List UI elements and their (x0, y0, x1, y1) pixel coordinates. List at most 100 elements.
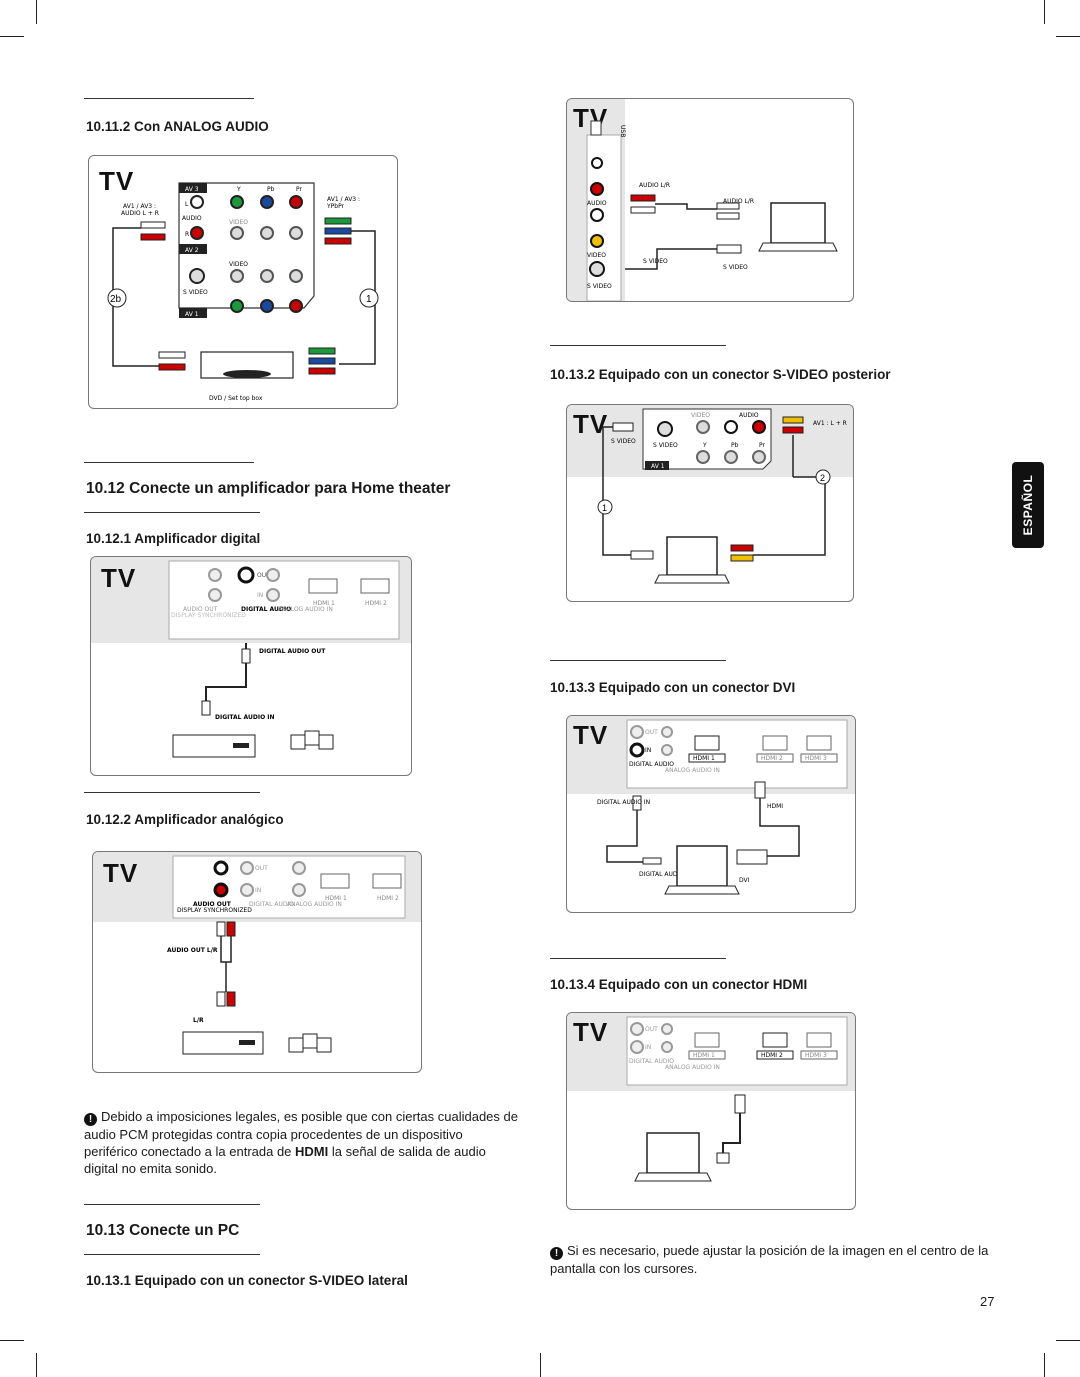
svg-text:S VIDEO: S VIDEO (611, 438, 636, 445)
svg-text:AV 3: AV 3 (185, 186, 199, 193)
divider (84, 792, 260, 793)
language-tab: ESPAÑOL (1012, 462, 1044, 548)
subsection-heading-10-13-1: 10.13.1 Equipado con un conector S-VIDEO… (86, 1273, 408, 1288)
svg-text:ANALOG AUDIO IN: ANALOG AUDIO IN (665, 767, 720, 774)
tv-label: TV (99, 166, 134, 196)
divider (84, 512, 260, 513)
svg-text:DIGITAL AUDIO IN: DIGITAL AUDIO IN (597, 799, 650, 806)
crop-mark (1044, 1353, 1045, 1377)
svg-text:DIGITAL AUDIO OUT: DIGITAL AUDIO OUT (639, 871, 699, 878)
svg-text:Pb: Pb (267, 186, 275, 193)
svg-text:2: 2 (820, 473, 825, 483)
svg-text:YPbPr: YPbPr (326, 203, 345, 210)
svg-text:DIGITAL AUDIO OUT: DIGITAL AUDIO OUT (259, 648, 326, 655)
svg-text:AV 1: AV 1 (185, 311, 199, 318)
divider (550, 345, 726, 346)
svg-text:HDMI 3: HDMI 3 (805, 1052, 827, 1059)
svg-text:AUDIO OUT: AUDIO OUT (183, 606, 218, 613)
warning-icon: ! (84, 1113, 97, 1126)
svg-text:IN: IN (255, 887, 261, 894)
svg-text:AV1 / AV3 :: AV1 / AV3 : (123, 203, 156, 210)
svg-text:DVD / Set top box: DVD / Set top box (209, 395, 263, 402)
divider (550, 660, 726, 661)
svg-text:HDMI 1: HDMI 1 (693, 1052, 715, 1059)
svg-text:1: 1 (366, 294, 372, 305)
svg-text:TV: TV (573, 720, 608, 750)
svg-text:HDMI 1: HDMI 1 (325, 895, 347, 902)
warning-note: !Debido a imposiciones legales, es posib… (84, 1109, 518, 1176)
crop-mark (36, 1353, 37, 1377)
crop-mark (540, 1353, 541, 1377)
svg-text:TV: TV (573, 409, 608, 439)
diagram-analog-audio: TV AV 3 AV 2 AV 1 Y Pb Pr L R AUDIO VIDE… (88, 155, 398, 409)
svg-text:2b: 2b (110, 294, 122, 305)
svg-text:S VIDEO: S VIDEO (643, 258, 668, 265)
svg-text:DIGITAL AUDIO: DIGITAL AUDIO (249, 901, 294, 908)
svg-text:ANALOG AUDIO IN: ANALOG AUDIO IN (665, 1064, 720, 1071)
subsection-heading-10-12-2: 10.12.2 Amplificador analógico (86, 812, 284, 827)
svg-text:DISPLAY SYNCHRONIZED: DISPLAY SYNCHRONIZED (177, 907, 252, 914)
diagram-dvi: TV OUT IN DIGITAL AUDIO ANALOG AUDIO IN … (566, 715, 856, 913)
svg-text:AV 2: AV 2 (185, 247, 199, 254)
svg-text:HDMI 2: HDMI 2 (761, 1052, 783, 1059)
svg-text:ANALOG AUDIO IN: ANALOG AUDIO IN (287, 901, 342, 908)
svg-text:TV: TV (573, 1017, 608, 1047)
svg-text:Pr: Pr (759, 442, 766, 449)
svg-text:IN: IN (645, 1044, 651, 1051)
svg-text:AUDIO: AUDIO (182, 215, 202, 222)
svg-text:S VIDEO: S VIDEO (653, 442, 678, 449)
svg-text:OUT: OUT (257, 572, 270, 579)
svg-text:OUT: OUT (645, 1026, 658, 1033)
svg-text:AUDIO: AUDIO (739, 412, 759, 419)
svg-text:DIGITAL AUDIO: DIGITAL AUDIO (629, 761, 674, 768)
svg-text:AUDIO L/R: AUDIO L/R (723, 198, 754, 205)
crop-mark (0, 36, 24, 37)
svg-text:IN: IN (257, 592, 263, 599)
subsection-heading-10-12-1: 10.12.1 Amplificador digital (86, 531, 261, 546)
svg-text:Y: Y (236, 186, 241, 193)
svg-text:HDMI 2: HDMI 2 (377, 895, 399, 902)
svg-text:S VIDEO: S VIDEO (723, 264, 748, 271)
svg-text:HDMI 2: HDMI 2 (761, 755, 783, 762)
svg-text:AUDIO OUT: AUDIO OUT (193, 901, 232, 908)
svg-text:Pr: Pr (296, 186, 303, 193)
svg-text:DIGITAL AUDIO: DIGITAL AUDIO (629, 1058, 674, 1065)
svg-text:DIGITAL AUDIO IN: DIGITAL AUDIO IN (215, 714, 275, 721)
diagram-analog-amplifier: TV AUDIO OUT DISPLAY SYNCHRONIZED OUT IN… (92, 851, 422, 1073)
warning-icon: ! (550, 1247, 563, 1260)
subsection-heading-10-13-3: 10.13.3 Equipado con un conector DVI (550, 680, 796, 695)
crop-mark (0, 1340, 24, 1341)
svg-text:HDMI 1: HDMI 1 (693, 755, 715, 762)
svg-text:L: L (185, 201, 189, 208)
svg-text:DVI: DVI (739, 877, 750, 884)
svg-text:S VIDEO: S VIDEO (183, 289, 208, 296)
diagram-hdmi: TV OUT IN DIGITAL AUDIO ANALOG AUDIO IN … (566, 1012, 856, 1210)
svg-text:USB: USB (619, 125, 626, 137)
divider (550, 958, 726, 959)
svg-text:ANALOG AUDIO IN: ANALOG AUDIO IN (278, 606, 333, 613)
subsection-heading-10-13-2: 10.13.2 Equipado con un conector S-VIDEO… (550, 367, 891, 382)
svg-text:S VIDEO: S VIDEO (587, 283, 612, 290)
divider (84, 1254, 260, 1255)
svg-text:HDMI 2: HDMI 2 (365, 600, 387, 607)
section-heading-10-12: 10.12 Conecte un amplificador para Home … (86, 480, 451, 497)
diagram-svideo-rear: TV VIDEO AUDIO S VIDEO Y Pb Pr AV 1 S VI… (566, 404, 854, 602)
divider (84, 462, 254, 463)
svg-text:OUT: OUT (645, 729, 658, 736)
diagram-digital-amplifier: TV AUDIO OUT DISPLAY SYNCHRONIZED OUT IN… (90, 556, 412, 776)
svg-text:AUDIO L/R: AUDIO L/R (639, 182, 670, 189)
info-note: !Si es necesario, puede ajustar la posic… (550, 1243, 989, 1276)
svg-text:1: 1 (602, 503, 607, 513)
page-number: 27 (980, 1294, 995, 1309)
svg-text:VIDEO: VIDEO (587, 252, 606, 259)
svg-text:AUDIO: AUDIO (587, 200, 607, 207)
section-heading-10-11-2: 10.11.2 Con ANALOG AUDIO (86, 119, 269, 134)
svg-text:AV 1: AV 1 (651, 463, 665, 470)
svg-text:IN: IN (645, 747, 651, 754)
crop-mark (36, 0, 37, 24)
crop-mark (1056, 36, 1080, 37)
crop-mark (1056, 1340, 1080, 1341)
svg-text:DIGITAL AUDIO: DIGITAL AUDIO (241, 606, 291, 613)
divider (84, 1204, 260, 1205)
subsection-heading-10-13-4: 10.13.4 Equipado con un conector HDMI (550, 977, 808, 992)
